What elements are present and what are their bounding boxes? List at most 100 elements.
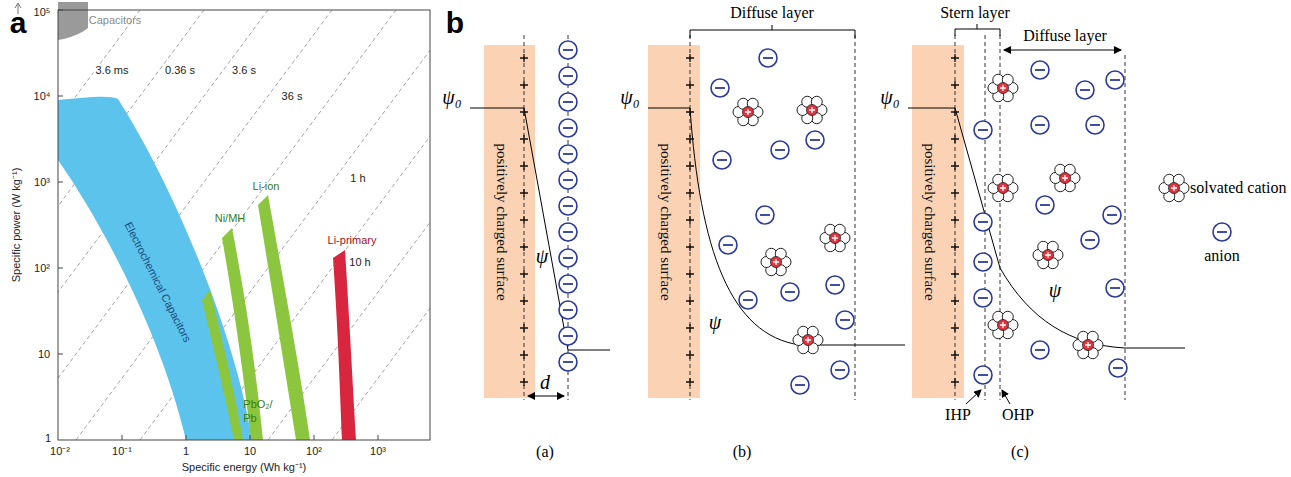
anion-symbol — [1031, 116, 1049, 134]
surface-charge — [686, 270, 694, 278]
charged-surface-band: positively charged surface — [484, 45, 535, 398]
surface-charge — [686, 81, 694, 89]
anion-symbol — [559, 353, 577, 371]
surface-charge — [686, 243, 694, 251]
surface-charge — [520, 243, 528, 251]
anion-symbol — [559, 41, 577, 59]
anion-symbol — [1086, 116, 1104, 134]
anion-symbol — [559, 249, 577, 267]
surface-charge — [951, 243, 959, 251]
time-constant: 0.36 s — [163, 64, 197, 76]
anion-symbol — [559, 223, 577, 241]
axis-tick: 10 — [244, 445, 256, 457]
solvated-cation-symbol — [793, 326, 823, 353]
surface-charge — [951, 324, 959, 332]
anion-symbol — [711, 79, 729, 97]
anion-symbol — [1081, 231, 1099, 249]
surface-charge — [520, 54, 528, 62]
potential-label: ψ — [1049, 279, 1061, 301]
anion-symbol — [559, 119, 577, 137]
axis-tick: 10⁵ — [34, 6, 51, 18]
series-label: PbO₂/ — [243, 398, 272, 410]
surface-charge — [686, 216, 694, 224]
solvated-cation-symbol — [820, 224, 850, 251]
potential-label: ψ₀ — [442, 86, 461, 108]
axis-tick: 10⁻² — [50, 445, 70, 457]
legend-text: anion — [1204, 247, 1240, 265]
solvated-cation-symbol — [761, 248, 791, 275]
time-constant: 10 h — [347, 256, 372, 268]
anion-symbol — [559, 145, 577, 163]
surface-charge — [686, 189, 694, 197]
time-constant: 36 s — [280, 90, 305, 102]
surface-charge — [686, 324, 694, 332]
anion-symbol — [1213, 223, 1231, 241]
anion-symbol — [713, 151, 731, 169]
surface-charge — [520, 297, 528, 305]
surface-charge — [951, 216, 959, 224]
anion-symbol — [831, 361, 849, 379]
axis-tick: 1 — [45, 432, 51, 444]
anion-symbol — [559, 275, 577, 293]
surface-charge — [520, 270, 528, 278]
surface-label: positively charged surface — [921, 143, 938, 300]
region-label: Diffuse layer — [730, 4, 814, 22]
surface-charge — [686, 108, 694, 116]
subfigure-label: (a) — [536, 443, 554, 461]
potential-label: ψ — [536, 245, 548, 267]
series-label: Li-ion — [253, 180, 280, 192]
surface-charge — [951, 378, 959, 386]
anion-symbol — [974, 253, 992, 271]
dimension-label: d — [540, 371, 550, 393]
axis-tick: 10³ — [370, 445, 386, 457]
axis-tick: 10⁴ — [34, 90, 51, 102]
time-constant: 3.6 s — [230, 64, 258, 76]
solvated-cation-symbol — [1073, 331, 1103, 358]
anion-symbol — [719, 236, 737, 254]
anion-symbol — [1106, 279, 1124, 297]
anion-symbol — [1109, 359, 1127, 377]
surface-charge — [520, 351, 528, 359]
solvated-cation-symbol — [988, 174, 1018, 201]
surface-charge — [951, 135, 959, 143]
anion-symbol — [559, 197, 577, 215]
anion-symbol — [559, 301, 577, 319]
solvated-cation-symbol — [733, 98, 763, 125]
surface-charge — [686, 135, 694, 143]
anion-symbol — [1031, 341, 1049, 359]
potential-label: ψ — [709, 311, 721, 333]
anion-symbol — [1103, 206, 1121, 224]
solvated-cation-symbol — [1033, 241, 1063, 268]
surface-charge — [520, 216, 528, 224]
panel-letter: a — [10, 6, 27, 39]
legend-text: solvated cation — [1190, 179, 1286, 197]
surface-charge — [951, 351, 959, 359]
anion-symbol — [1031, 61, 1049, 79]
axis-tick: 1 — [183, 445, 189, 457]
surface-charge — [951, 162, 959, 170]
surface-charge — [520, 378, 528, 386]
anion-symbol — [826, 276, 844, 294]
region-label: Diffuse layer — [1023, 27, 1107, 45]
axis-tick: 10 — [38, 348, 50, 360]
charged-surface-band: positively charged surface — [912, 45, 964, 398]
panel-letter: b — [446, 6, 464, 39]
surface-charge — [520, 189, 528, 197]
anion-symbol — [1076, 81, 1094, 99]
surface-charge — [951, 297, 959, 305]
anion-symbol — [1036, 196, 1054, 214]
solvated-cation-symbol — [797, 96, 827, 123]
axis-title: Specific power (W kg⁻¹) — [10, 168, 22, 283]
axis-title: Specific energy (Wh kg⁻¹) — [182, 461, 306, 473]
solvated-cation-symbol — [1050, 164, 1080, 191]
solvated-cation-symbol — [988, 311, 1018, 338]
plane-label: IHP — [945, 406, 971, 424]
surface-charge — [951, 108, 959, 116]
anion-symbol — [559, 67, 577, 85]
subfigure-label: (b) — [733, 443, 752, 461]
anion-symbol — [771, 141, 789, 159]
potential-label: ψ₀ — [620, 86, 639, 108]
surface-charge — [686, 54, 694, 62]
time-constant: 3.6 ms — [93, 64, 130, 76]
